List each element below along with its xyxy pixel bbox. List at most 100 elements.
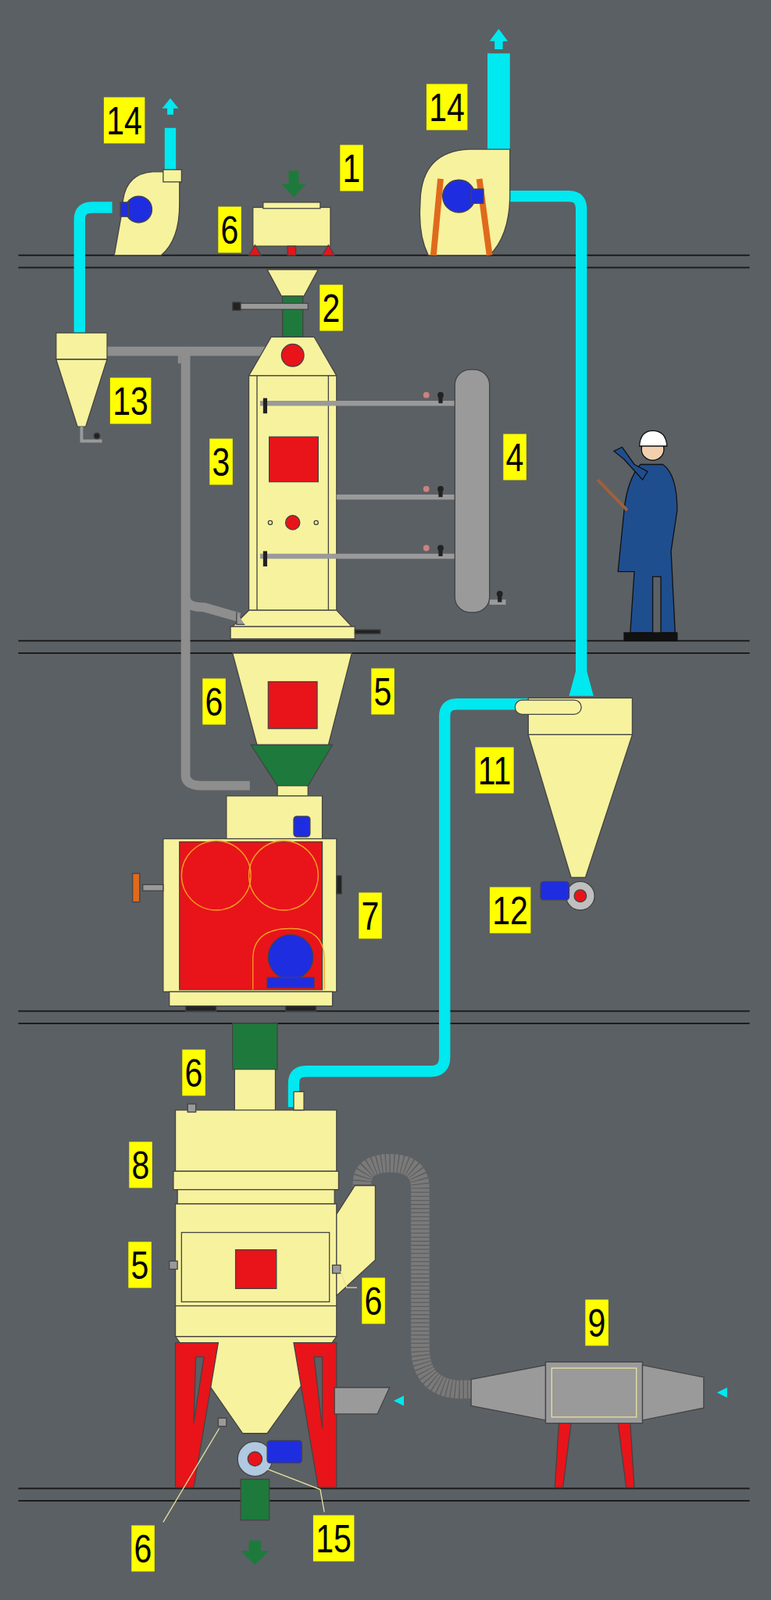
inlet-gate-part [267, 269, 318, 297]
callout-number: 15 [313, 1514, 354, 1561]
fan-left-part [114, 171, 180, 256]
fan-left-part [125, 196, 153, 223]
callout-number: 6 [361, 1277, 385, 1324]
fan-right [419, 149, 510, 256]
conditioner [230, 336, 381, 639]
cyclone-large-part [514, 699, 582, 714]
dryer-cooler-part [175, 1110, 337, 1171]
conditioner-part [328, 375, 329, 611]
fan-right-part [433, 178, 490, 256]
leader-lines-part [163, 1427, 220, 1522]
fan-right-part [442, 179, 476, 213]
grey-ducts-part [185, 596, 240, 618]
cyclone-small [56, 332, 108, 441]
pipe-valves-part [423, 545, 430, 552]
flex-duct-ribs-part [361, 1163, 472, 1390]
callout-number: 5 [128, 1241, 151, 1288]
callout-number: 6 [131, 1524, 154, 1571]
feed-arrow [281, 170, 306, 197]
conditioner-part [249, 336, 337, 376]
dryer-cooler-part [247, 1451, 262, 1466]
dryer-cooler-part [175, 1203, 337, 1307]
outlet-arrow [240, 1540, 270, 1565]
operator-figure-part [617, 464, 678, 632]
pipe-valves-part [438, 489, 443, 497]
fan-left [114, 169, 182, 256]
air-heater [471, 1361, 704, 1488]
conditioner-part [354, 629, 381, 634]
callout-number: 14 [103, 97, 145, 144]
operator-figure-part [597, 479, 628, 511]
dryer-cooler-part [293, 1091, 304, 1111]
dryer-cooler-part [177, 1189, 335, 1204]
fan-left-part [163, 169, 183, 183]
floor-lines-part [18, 267, 750, 269]
dryer-cooler [169, 1023, 390, 1521]
floor-lines [18, 255, 750, 1501]
pellet-mill [132, 795, 343, 1011]
pellet-mill-part [249, 840, 319, 911]
conditioner-part [281, 343, 304, 367]
steam-pipes-part [260, 400, 455, 407]
dryer-cooler-part [332, 1264, 341, 1273]
pipe-valves-part [263, 398, 268, 415]
steam-tank [454, 369, 490, 613]
pellet-mill-part [163, 838, 337, 993]
air-arrow [393, 1395, 404, 1406]
grey-ducts [107, 349, 268, 786]
cyclone-small-part [56, 332, 108, 360]
floor-lines-part [18, 1010, 750, 1012]
exhaust-arrow [489, 28, 509, 50]
pellet-mill-part [185, 1006, 217, 1012]
flex-duct [361, 1163, 472, 1390]
steam-pipes-part [489, 599, 507, 605]
grey-ducts-part [107, 351, 250, 786]
callout-number: 3 [210, 439, 233, 486]
cyclone-large-part [574, 889, 587, 903]
callout-number: 13 [110, 378, 151, 425]
callout-number: 7 [358, 892, 382, 939]
cyclone-large-part [528, 734, 632, 878]
flex-duct-part [361, 1163, 472, 1390]
pipe-valves-part [438, 396, 443, 404]
callout-number: 5 [371, 668, 394, 715]
callout-number: 2 [320, 285, 343, 332]
floor-lines-part [18, 1487, 750, 1489]
steam-pipes-part [336, 494, 455, 500]
dryer-cooler-part [232, 1023, 278, 1070]
callout-number: 8 [128, 1141, 152, 1188]
dryer-cooler-part [169, 1260, 178, 1269]
hopper-part [232, 653, 353, 746]
callout-number: 4 [503, 433, 527, 480]
pellet-mill-part [181, 840, 251, 911]
hopper-part [250, 745, 332, 786]
callout-number: 6 [217, 206, 241, 253]
conditioner-part [269, 436, 319, 482]
pellet-mill-part [132, 873, 140, 903]
inlet-gate-part [232, 302, 241, 311]
cyclone-large [514, 697, 632, 911]
conditioner-part [249, 375, 337, 611]
floor-lines-part [18, 1022, 750, 1025]
hopper [232, 653, 353, 796]
pipe-valves-part [438, 549, 443, 557]
air-heater-part [642, 1364, 704, 1421]
operator-figure-part [639, 430, 668, 447]
callout-number: 11 [475, 746, 514, 793]
dryer-cooler-part [175, 1306, 337, 1337]
conditioner-part [232, 610, 353, 627]
grey-ducts-part [178, 349, 182, 364]
pipe-valves-part [423, 485, 430, 493]
cyclone-small-part [56, 359, 108, 427]
dryer-cooler-part [217, 1417, 226, 1426]
cyclone-small-part [93, 432, 100, 440]
callout-number: 6 [202, 678, 225, 725]
feeder-part [253, 207, 331, 247]
dryer-cooler-part [173, 1170, 340, 1190]
pipe-valves-part [497, 595, 502, 603]
conditioner-part [256, 375, 257, 611]
cyclone-small-part [81, 426, 102, 441]
pellet-mill-part [336, 875, 343, 895]
pipe-valves-part [423, 392, 430, 399]
